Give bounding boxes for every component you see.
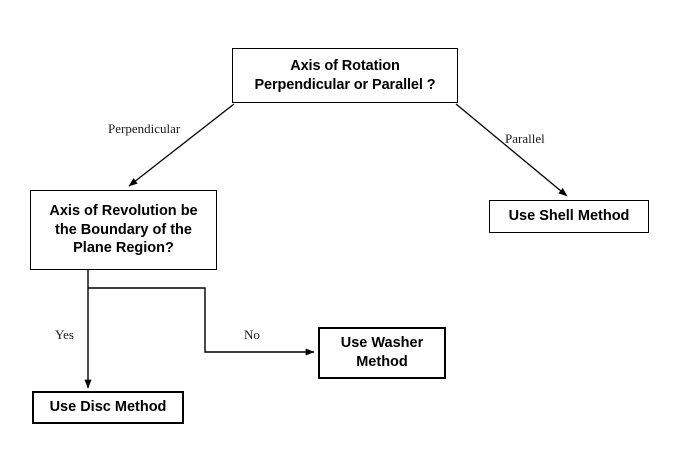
node-axis-of-revolution-boundary-question[interactable]: Axis of Revolution be the Boundary of th… [30,190,217,270]
edge-label-perpendicular: Perpendicular [108,121,181,136]
edge-no [88,287,315,356]
node-use-disc-method[interactable]: Use Disc Method [32,391,184,424]
node-use-washer-method[interactable]: Use Washer Method [318,327,446,379]
node-use-shell-method[interactable]: Use Shell Method [489,200,649,233]
edge-label-no: No [244,327,260,342]
edge-label-parallel: Parallel [505,131,545,146]
node-axis-of-rotation-question[interactable]: Axis of Rotation Perpendicular or Parall… [232,48,458,103]
edge-label-yes: Yes [55,327,74,342]
edge-perpendicular [128,103,235,187]
edge-parallel [455,103,568,197]
